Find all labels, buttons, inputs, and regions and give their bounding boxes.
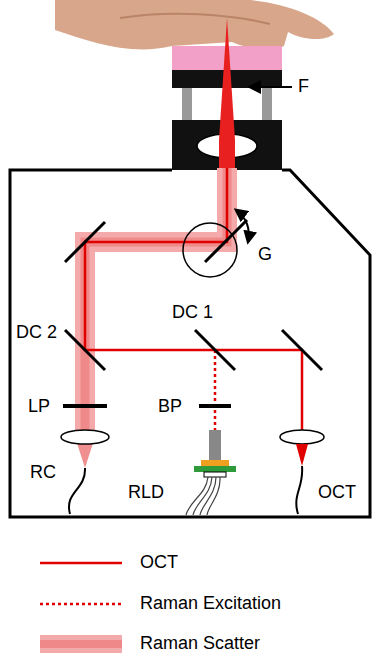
oct-lens bbox=[280, 430, 324, 444]
legend-scatter-core bbox=[40, 640, 122, 648]
legend-text: OCT bbox=[140, 552, 178, 573]
diode-board bbox=[194, 466, 236, 472]
oct-fiber bbox=[296, 466, 302, 514]
pointer-arrow bbox=[250, 86, 292, 88]
legend-excitation-sample bbox=[40, 603, 122, 606]
collection-lens bbox=[61, 430, 109, 444]
hand-shade bbox=[120, 14, 270, 24]
collection-fiber bbox=[69, 468, 85, 514]
galvo-circle bbox=[183, 223, 237, 277]
band-pass-filter bbox=[199, 404, 231, 408]
dichroic-mirror bbox=[195, 330, 235, 370]
galvo-mirror bbox=[205, 220, 247, 262]
diode-wires bbox=[186, 477, 220, 515]
part-label: DC 2 bbox=[16, 322, 57, 343]
sample-beam-cone bbox=[219, 18, 235, 168]
oct-beam bbox=[85, 168, 302, 437]
raman-scatter-core bbox=[85, 168, 227, 437]
raman-scatter-beam bbox=[85, 168, 227, 437]
part-label: LP bbox=[28, 396, 50, 417]
legend-text: Raman Excitation bbox=[140, 593, 281, 614]
legend-text: Raman Scatter bbox=[140, 633, 260, 654]
part-label: G bbox=[258, 244, 272, 265]
diode-pins bbox=[204, 472, 226, 477]
raman-excitation-beam bbox=[214, 350, 217, 430]
mount-post bbox=[182, 88, 192, 120]
part-label: DC 1 bbox=[172, 302, 213, 323]
fold-mirror bbox=[282, 330, 322, 370]
mount-post bbox=[262, 88, 272, 120]
part-label: RC bbox=[30, 462, 56, 483]
rotation-arrow bbox=[236, 210, 249, 242]
part-label: F bbox=[298, 76, 309, 97]
fold-mirror bbox=[65, 222, 105, 262]
diode-rod bbox=[209, 430, 221, 460]
part-label: BP bbox=[158, 396, 182, 417]
hand-photo bbox=[55, 0, 334, 49]
housing-outline bbox=[10, 170, 370, 517]
legend-oct-sample bbox=[40, 562, 122, 565]
long-pass-filter bbox=[63, 404, 107, 408]
part-label: OCT bbox=[318, 482, 356, 503]
part-label: RLD bbox=[128, 482, 164, 503]
oct-focus bbox=[296, 444, 308, 466]
dichroic-mirror bbox=[65, 330, 105, 370]
legend-scatter-sample bbox=[40, 635, 122, 653]
diode-chip bbox=[201, 460, 229, 466]
